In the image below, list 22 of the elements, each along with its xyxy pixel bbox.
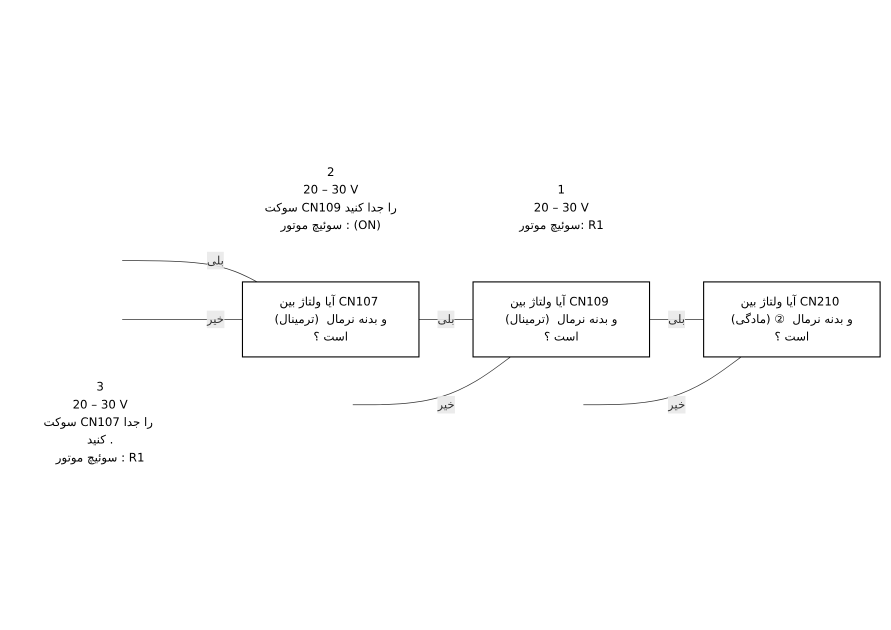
node-box: آیا ولتاژ بین CN210 (مادگی) ② و بدنه نرمال است ؟ [702, 281, 880, 358]
node-label: 20 – 30 V [302, 182, 358, 197]
node-label: 20 – 30 V [72, 397, 128, 412]
node-box: آیا ولتاژ بین CN109 (ترمینال) و بدنه نرمال است ؟ [472, 281, 650, 358]
node-label: سوئیچ موتور : R1 [55, 450, 144, 464]
node-label: 3 [96, 380, 104, 394]
node-label: 2 [326, 164, 334, 179]
node-label: سوکت CN107 را جدا کنید . [43, 415, 152, 447]
connector [121, 260, 258, 282]
edge-label: بلی [437, 312, 454, 326]
node-label: 20 – 30 V [533, 200, 588, 214]
node-label: سوئیچ موتور : (ON) [280, 218, 380, 232]
edge-label: بلی [206, 253, 224, 268]
node-label: 1 [557, 182, 565, 197]
node-box: آیا ولتاژ بین CN107 (ترمینال) و بدنه نرمال است ؟ [241, 281, 419, 358]
edge-label: بلی [668, 312, 685, 326]
connector [648, 319, 704, 320]
connector [352, 356, 510, 406]
connector [582, 356, 742, 406]
node-label: سوکت CN109 را جدا کنید [264, 200, 396, 214]
connector [121, 319, 242, 320]
connector [418, 319, 473, 320]
